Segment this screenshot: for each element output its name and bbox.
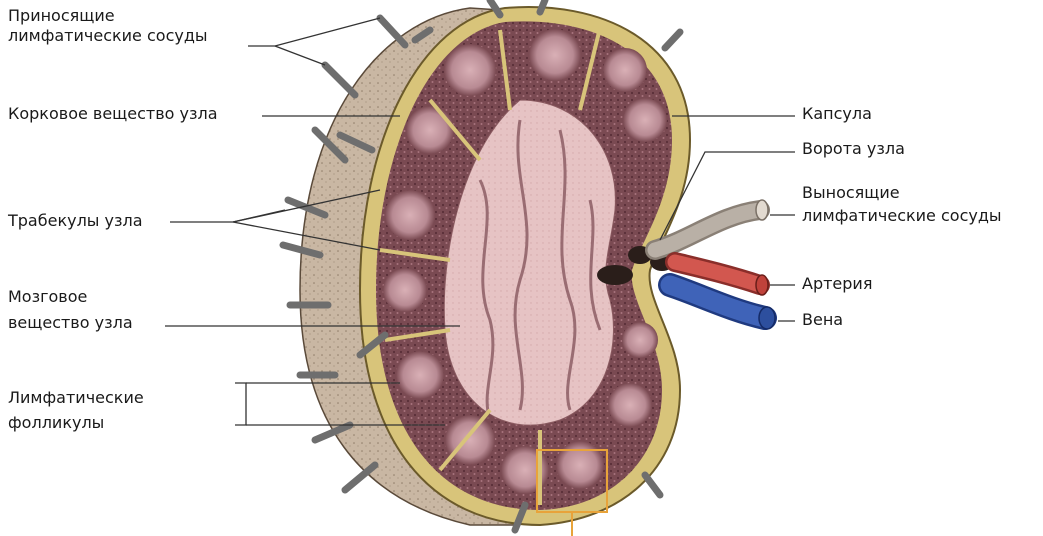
label-trabeculae: Трабекулы узла [8, 211, 143, 230]
label-follicles-line2: фолликулы [8, 413, 104, 432]
label-follicles-line1: Лимфатические [8, 388, 144, 407]
label-vein: Вена [802, 310, 843, 329]
label-afferent-vessels-line2: лимфатические сосуды [8, 26, 208, 45]
label-efferent-vessels-line2: лимфатические сосуды [802, 206, 1002, 225]
label-cortex: Корковое вещество узла [8, 104, 218, 123]
label-afferent-vessels-line1: Приносящие [8, 6, 115, 25]
label-medulla-line1: Мозговое [8, 287, 87, 306]
label-hilum: Ворота узла [802, 139, 905, 158]
label-medulla-line2: вещество узла [8, 313, 133, 332]
label-efferent-vessels-line1: Выносящие [802, 183, 900, 202]
label-artery: Артерия [802, 274, 872, 293]
label-capsule: Капсула [802, 104, 872, 123]
